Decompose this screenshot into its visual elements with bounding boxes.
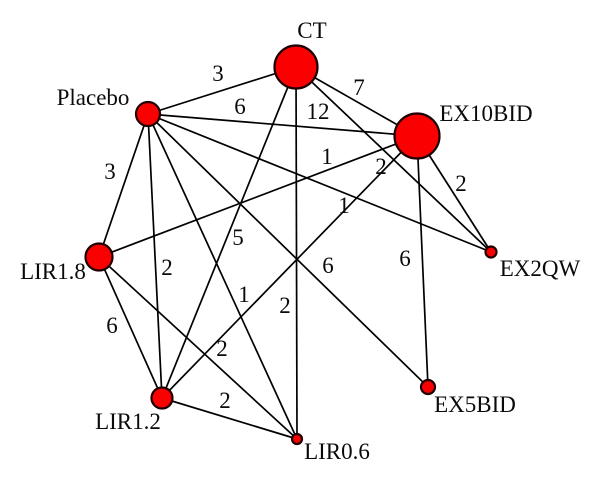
edge-placebo-ex2qw	[147, 113, 492, 253]
node-ct	[273, 44, 319, 90]
node-label-ct: CT	[297, 18, 326, 43]
node-label-ex2qw: EX2QW	[500, 256, 581, 281]
edge-placebo-lir06	[147, 113, 298, 440]
edge-count-ex10bid-lir12: 2	[375, 154, 387, 179]
edge-placebo-lir12	[147, 113, 163, 399]
edge-count-placebo-lir12: 2	[161, 255, 173, 280]
node-label-ex10bid: EX10BID	[439, 101, 532, 126]
edge-count-lir18-ex10bid: 1	[321, 144, 333, 169]
node-ex5bid	[419, 378, 437, 396]
edge-count-lir18-lir06: 2	[216, 336, 228, 361]
edge-count-placebo-lir06: 1	[238, 282, 250, 307]
node-label-lir06: LIR0.6	[304, 439, 370, 464]
edge-count-ex10bid-ex2qw: 2	[455, 171, 467, 196]
node-ex2qw	[484, 245, 498, 259]
edge-lir18-ex10bid	[98, 135, 418, 258]
edge-count-ex10bid-ex5bid: 6	[399, 246, 411, 271]
edge-lir18-lir12	[98, 256, 163, 399]
node-label-lir12: LIR1.2	[95, 409, 161, 434]
edge-count-ct-lir06: 2	[279, 293, 291, 318]
edge-placebo-ct	[147, 66, 297, 115]
edge-count-ct-ex2qw: 12	[307, 99, 330, 124]
edge-count-ct-lir12: 5	[232, 225, 244, 250]
edge-count-placebo-ex10bid: 6	[234, 94, 246, 119]
edge-count-lir18-lir12: 6	[106, 313, 118, 338]
edge-placebo-ex10bid	[147, 113, 418, 137]
edge-lines-layer	[98, 66, 492, 440]
edge-count-placebo-ex2qw: 1	[338, 193, 350, 218]
edge-count-placebo-ex5bid: 6	[322, 253, 334, 278]
node-ex10bid	[393, 112, 441, 160]
node-lir18	[84, 242, 114, 272]
node-label-placebo: Placebo	[57, 85, 130, 110]
node-lir06	[290, 432, 304, 446]
nodes-layer	[84, 44, 498, 446]
edge-ct-lir06	[295, 66, 298, 440]
node-label-ex5bid: EX5BID	[434, 392, 516, 417]
edge-placebo-lir18	[98, 113, 149, 258]
edge-count-placebo-ct: 3	[212, 61, 224, 86]
edge-ex10bid-ex5bid	[416, 135, 429, 388]
node-lir12	[150, 386, 174, 410]
edge-lir12-lir06	[161, 397, 298, 440]
edge-lir18-lir06	[98, 256, 298, 440]
edge-count-lir12-lir06: 2	[219, 388, 231, 413]
node-label-lir18: LIR1.8	[20, 259, 86, 284]
node-placebo	[134, 100, 162, 128]
edge-ct-lir12	[161, 66, 297, 399]
edge-placebo-ex5bid	[147, 113, 429, 388]
edge-count-ct-ex10bid: 7	[353, 75, 365, 100]
edge-count-placebo-lir18: 3	[104, 159, 116, 184]
